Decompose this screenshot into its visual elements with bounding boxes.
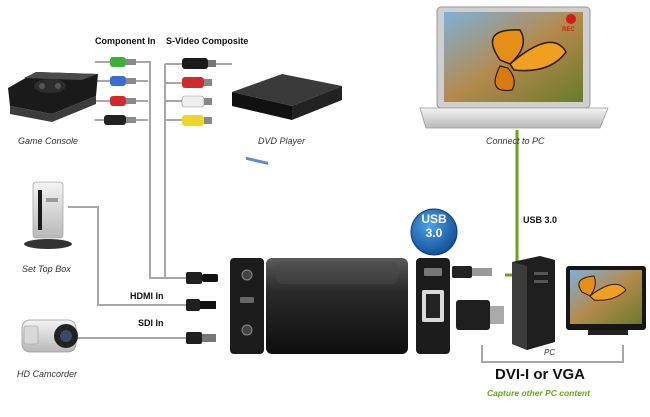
output-plugs xyxy=(452,266,504,330)
game-console-icon xyxy=(8,72,98,122)
camcorder-icon xyxy=(21,319,78,353)
component-plugs xyxy=(104,57,136,125)
usb-30-label: USB 3.0 xyxy=(523,215,558,225)
usb-cable xyxy=(505,130,519,277)
svideo-plugs xyxy=(181,58,216,126)
pc-bracket xyxy=(481,345,624,363)
component-cable xyxy=(95,61,192,279)
connect-to-pc-label: Connect to PC xyxy=(486,136,545,146)
sdi-in-label: SDI In xyxy=(138,318,164,328)
dvi-or-vga-label: DVI-I or VGA xyxy=(495,366,586,383)
capture-device-icon xyxy=(230,258,450,354)
component-in-label: Component In xyxy=(95,36,156,46)
cables xyxy=(68,61,624,363)
set-top-box-label: Set Top Box xyxy=(22,264,71,274)
dvd-player-label: DVD Player xyxy=(258,136,306,146)
usb-badge xyxy=(410,208,458,256)
input-plugs xyxy=(186,272,218,344)
game-console-label: Game Console xyxy=(18,136,79,146)
svideo-composite-label: S-Video Composite xyxy=(166,36,249,46)
capture-other-label: Capture other PC content xyxy=(487,388,590,398)
hd-camcorder-label: HD Camcorder xyxy=(17,369,78,379)
usb-badge-top-text: USB xyxy=(421,212,447,226)
pc-tower-icon xyxy=(512,256,555,350)
hdmi-in-label: HDMI In xyxy=(130,291,164,301)
monitor-icon xyxy=(566,266,646,335)
usb-badge-bottom-text: 3.0 xyxy=(425,226,443,240)
hdmi-cable xyxy=(68,206,188,306)
laptop-icon xyxy=(419,6,609,129)
rec-text: REC xyxy=(562,27,575,33)
set-top-box-icon xyxy=(24,181,72,249)
dvd-player-icon xyxy=(232,74,342,165)
pc-label: PC xyxy=(544,348,556,357)
